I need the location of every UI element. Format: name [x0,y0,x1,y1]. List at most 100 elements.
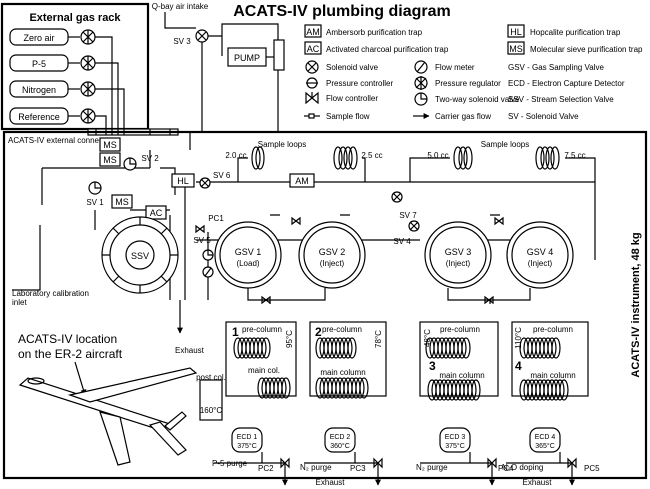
purge-3: N₂ purge [416,463,448,472]
svg-text:7.5 cc: 7.5 cc [564,151,585,160]
flow-controller-icon [494,216,504,226]
svg-text:GSV 3: GSV 3 [445,247,472,257]
svg-text:SV 7: SV 7 [399,211,417,220]
trap-ms-3: MS [111,194,133,209]
gsv-4: GSV 4 (Inject) [506,221,574,289]
pc5-icon [567,457,577,469]
lab-cal-label-1: Laboratory calibration [12,289,89,298]
pc1-controller: PC1 [195,214,224,234]
svg-text:(Inject): (Inject) [446,259,471,268]
svg-text:1: 1 [232,325,239,339]
post-column: post col. 160°C [196,373,226,421]
precolumn-coil-2 [315,337,357,359]
svg-text:Molecular sieve purification t: Molecular sieve purification trap [530,45,643,54]
svg-text:SV - Solenoid Valve: SV - Solenoid Valve [508,112,579,121]
pc3-label: PC3 [350,464,366,473]
svg-text:GSV 2: GSV 2 [319,247,346,257]
svg-text:3: 3 [429,359,436,373]
precolumn-coil-1 [233,337,271,359]
svg-text:2.5 cc: 2.5 cc [361,151,382,160]
svg-text:Ambersorb purification trap: Ambersorb purification trap [326,28,423,37]
exhaust-left-label: Exhaust [175,346,205,355]
svg-text:Two-way solenoid valve: Two-way solenoid valve [435,95,520,104]
svg-text:MS: MS [103,155,117,165]
svg-text:MS: MS [103,140,117,150]
ecd-4: ECD 4 365°C [529,427,561,453]
ssv-valve: SSV [101,216,179,294]
pc4-icon [487,457,497,469]
precolumn-label-3: pre-column [440,325,480,334]
purge-1: P-5 purge [212,459,248,468]
instrument-frame [2,130,648,480]
svg-text:AC: AC [150,208,163,218]
pump-filter [273,39,285,71]
gsv-1: GSV 1 (Load) [214,221,282,289]
svg-text:HL: HL [177,176,189,186]
svg-text:375°C: 375°C [445,442,465,450]
svg-text:MS: MS [115,197,129,207]
maincolumn-coil-2 [315,377,369,399]
svg-text:SV 4: SV 4 [393,237,411,246]
svg-text:Flow controller: Flow controller [326,94,378,103]
svg-text:Carrier gas flow: Carrier gas flow [435,112,491,121]
flow-controller-icon [291,216,301,226]
rack-title: External gas rack [29,12,121,24]
svg-text:MS: MS [509,44,523,54]
svg-text:GSV 4: GSV 4 [527,247,554,257]
svg-text:Nitrogen: Nitrogen [22,85,56,95]
pc5-label: PC5 [584,464,600,473]
svg-text:Zero air: Zero air [23,33,54,43]
rack-item-nitrogen: Nitrogen [9,80,96,98]
svg-text:Reference: Reference [18,112,60,122]
precolumn-coil-4 [519,337,561,359]
maincolumn-coil-3 [427,379,481,401]
svg-text:SSV: SSV [131,251,149,261]
location-line-1: ACATS-IV location [18,332,117,346]
pump-label: PUMP [234,53,260,63]
svg-text:160°C: 160°C [200,406,223,415]
maincolumn-coil-4 [519,379,569,401]
svg-text:78°C: 78°C [374,330,383,348]
svg-text:2: 2 [315,325,322,339]
sample-loop-2: 2.5 cc [333,146,383,170]
svg-text:5.0 cc: 5.0 cc [427,151,448,160]
qbay-label: Q-bay air intake [152,2,209,11]
trap-ms-2: MS [99,152,121,167]
trap-ac: AC [145,205,167,220]
ecd-2: ECD 2 360°C [324,427,356,453]
svg-text:ECD - Electron Capture Detecto: ECD - Electron Capture Detector [508,79,625,88]
oven-channel-1: 1 95°C [225,321,297,397]
sv4-valve: SV 4 [393,220,420,246]
svg-text:ECD 4: ECD 4 [535,434,556,441]
svg-text:4: 4 [515,359,522,373]
sv2-valve: SV 2 [123,154,159,171]
svg-text:GSV 1: GSV 1 [235,247,262,257]
sample-flow-icon [308,113,315,119]
svg-text:2.0 cc: 2.0 cc [225,151,246,160]
er2-aircraft-icon [18,367,198,466]
gsv-3: GSV 3 (Inject) [424,221,492,289]
location-line-2: on the ER-2 aircraft [18,347,123,361]
pc3-icon [373,457,383,469]
svg-text:PC1: PC1 [208,214,224,223]
svg-text:360°C: 360°C [330,442,350,450]
svg-text:(Load): (Load) [236,259,259,268]
trap-ms-1: MS [99,137,121,152]
gsv-2: GSV 2 (Inject) [298,221,366,289]
svg-text:Flow meter: Flow meter [435,63,475,72]
sample-loops-label-1: Sample loops [258,140,306,149]
instrument-label: ACATS-IV instrument, 48 kg [630,232,642,377]
svg-text:ECD 3: ECD 3 [445,434,466,441]
external-gas-rack: External gas rack Zero air P-5 Nitrogen … [0,2,150,132]
svg-text:AC: AC [307,44,320,54]
sv3-label: SV 3 [173,37,191,46]
trap-hl: HL [171,173,195,188]
ecd-3: ECD 3 375°C [439,427,471,453]
rack-frame [0,2,150,131]
maincolumn-label-4: main column [530,371,575,380]
purge-4: N₂O doping [502,463,543,472]
svg-text:GSV - Gas Sampling Valve: GSV - Gas Sampling Valve [508,63,604,72]
flow-controller-icon [305,91,319,105]
legend: AM Ambersorb purification trap AC Activa… [304,24,643,121]
